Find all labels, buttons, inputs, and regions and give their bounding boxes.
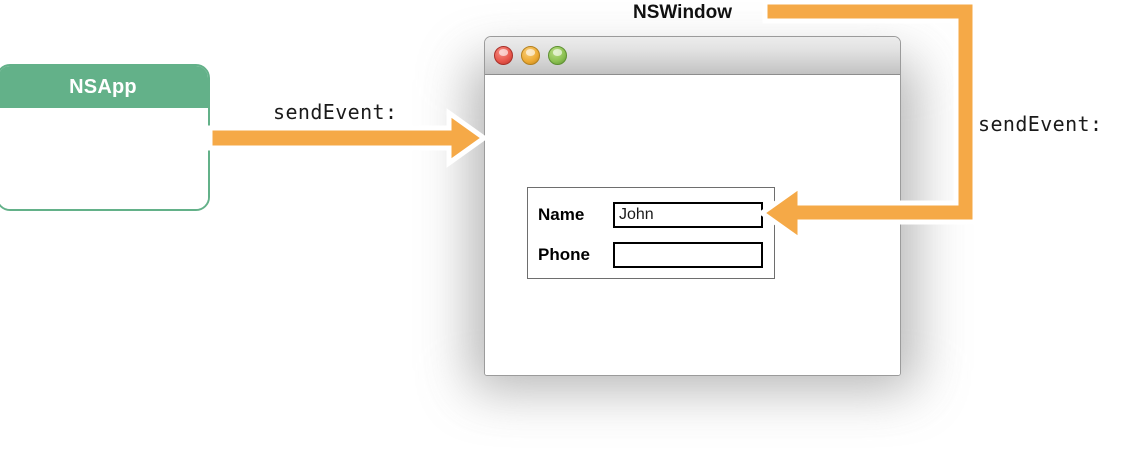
form-group: Name John Phone bbox=[527, 187, 775, 279]
name-label: Name bbox=[538, 205, 585, 224]
minimize-button-icon[interactable] bbox=[521, 46, 540, 65]
phone-label: Phone bbox=[538, 245, 590, 264]
close-button-icon[interactable] bbox=[494, 46, 513, 65]
form-row-phone: Phone bbox=[538, 242, 763, 268]
nsapp-header: NSApp bbox=[0, 66, 208, 108]
sendevent-label-left: sendEvent: bbox=[273, 100, 398, 124]
form-row-name: Name John bbox=[538, 202, 763, 228]
traffic-lights bbox=[494, 46, 567, 65]
window-titlebar[interactable] bbox=[485, 37, 900, 75]
phone-input[interactable] bbox=[613, 242, 763, 268]
nsapp-box: NSApp bbox=[0, 64, 210, 211]
zoom-button-icon[interactable] bbox=[548, 46, 567, 65]
nswindow-label: NSWindow bbox=[633, 2, 733, 23]
nsapp-body bbox=[0, 108, 208, 209]
nsapp-title: NSApp bbox=[69, 75, 137, 98]
sendevent-label-right: sendEvent: bbox=[978, 112, 1103, 136]
name-input[interactable]: John bbox=[613, 202, 763, 228]
